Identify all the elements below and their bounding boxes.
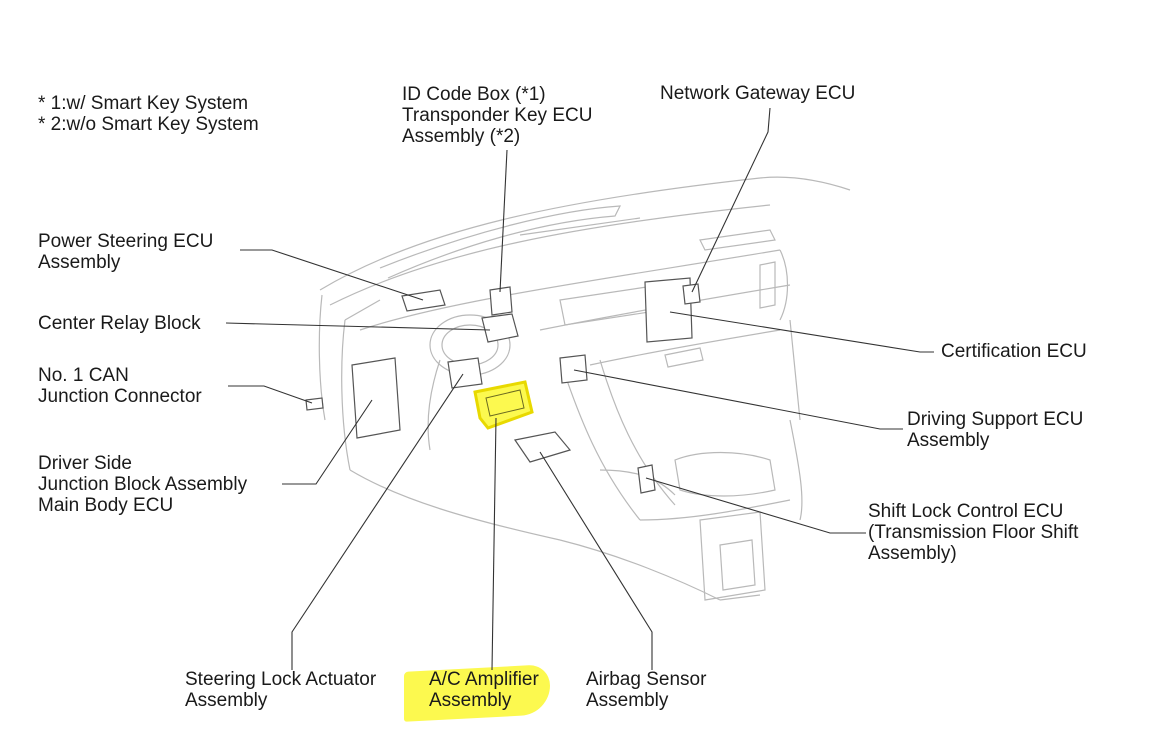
leader-airbag-sensor	[539, 451, 653, 670]
leader-network-gateway	[691, 107, 771, 293]
leader-lines	[225, 107, 934, 671]
note-line-1: * 1:w/ Smart Key System	[38, 93, 249, 114]
label-can-junction-connector: No. 1 CAN Junction Connector	[38, 365, 202, 407]
smart-key-notes: * 1:w/ Smart Key System * 2:w/o Smart Ke…	[38, 93, 259, 135]
label-certification-ecu: Certification ECU	[941, 341, 1087, 362]
leader-steering-lock	[291, 373, 464, 670]
ac-amplifier-detail	[485, 389, 525, 417]
label-center-relay-block: Center Relay Block	[38, 313, 201, 334]
label-power-steering-ecu: Power Steering ECU Assembly	[38, 231, 214, 273]
label-ac-amplifier: A/C Amplifier Assembly	[429, 669, 539, 711]
certification-ecu-shape	[644, 277, 693, 343]
label-steering-lock-actuator: Steering Lock Actuator Assembly	[185, 669, 377, 711]
shift-lock-control-ecu-shape	[637, 464, 656, 494]
ac-amplifier-shape	[473, 380, 534, 430]
label-airbag-sensor: Airbag Sensor Assembly	[586, 669, 707, 711]
steering-lock-actuator-shape	[447, 357, 483, 389]
component-shapes	[305, 277, 701, 494]
leader-shift-lock	[645, 477, 866, 534]
leader-certification	[669, 311, 934, 353]
driver-side-junction-block-shape	[351, 357, 401, 439]
driving-support-ecu-shape	[559, 354, 588, 384]
center-relay-block-shape	[481, 313, 519, 343]
leader-power-steering	[240, 249, 424, 301]
can-junction-connector-shape	[305, 397, 324, 411]
leader-id-code-box	[499, 149, 508, 293]
leader-ac-amplifier	[491, 417, 497, 671]
note-line-2: * 2:w/o Smart Key System	[38, 114, 259, 135]
leader-driving-support	[573, 369, 903, 430]
leader-can-junction	[228, 385, 313, 404]
id-code-box-shape	[489, 286, 513, 316]
leader-center-relay	[225, 322, 491, 331]
leader-driver-side-jb	[282, 399, 373, 485]
label-id-code-box: ID Code Box (*1) Transponder Key ECU Ass…	[402, 84, 593, 147]
dashboard-outline	[318, 176, 851, 601]
label-shift-lock-control-ecu: Shift Lock Control ECU (Transmission Flo…	[868, 501, 1079, 564]
network-gateway-ecu-shape	[682, 283, 701, 305]
label-driving-support-ecu: Driving Support ECU Assembly	[907, 409, 1084, 451]
label-driver-side-junction-block: Driver Side Junction Block Assembly Main…	[38, 453, 248, 516]
power-steering-ecu-shape	[401, 289, 446, 312]
label-network-gateway-ecu: Network Gateway ECU	[660, 83, 856, 104]
airbag-sensor-shape	[513, 431, 572, 463]
